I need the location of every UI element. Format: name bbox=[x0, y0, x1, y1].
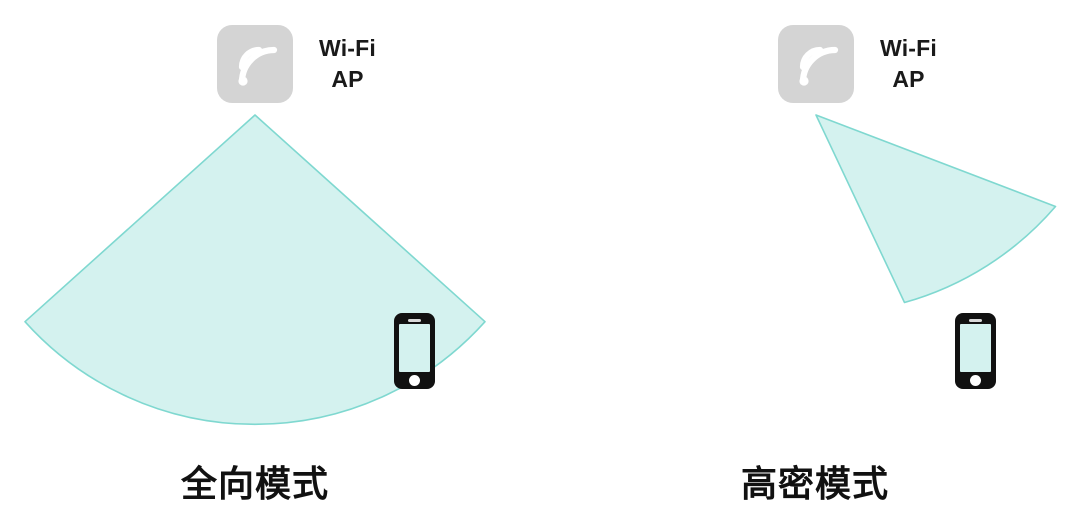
ap-label-line2: AP bbox=[892, 66, 925, 92]
phone-home-button bbox=[970, 375, 981, 386]
ap-group-high-density: Wi-Fi AP bbox=[778, 25, 937, 103]
wifi-ap-icon bbox=[778, 25, 854, 103]
smartphone-icon bbox=[955, 313, 996, 389]
ap-label-line2: AP bbox=[331, 66, 364, 92]
phone-screen bbox=[399, 324, 430, 372]
phone-speaker bbox=[969, 319, 982, 322]
ap-label-omnidirectional: Wi-Fi AP bbox=[319, 33, 376, 94]
phone-speaker bbox=[408, 319, 421, 322]
ap-label-line1: Wi-Fi bbox=[319, 35, 376, 62]
ap-label-high-density: Wi-Fi AP bbox=[880, 33, 937, 94]
caption-high-density: 高密模式 bbox=[740, 463, 889, 504]
caption-omnidirectional: 全向模式 bbox=[180, 463, 329, 504]
smartphone-icon bbox=[394, 313, 435, 389]
ap-group-omnidirectional: Wi-Fi AP bbox=[217, 25, 376, 103]
panel-omnidirectional: Wi-Fi AP 全向模式 bbox=[24, 25, 486, 504]
coverage-beam-high-density bbox=[815, 114, 1057, 304]
phone-home-button bbox=[409, 375, 420, 386]
ap-label-line1: Wi-Fi bbox=[880, 35, 937, 62]
panel-high-density: Wi-Fi AP 高密模式 bbox=[540, 0, 1080, 520]
phone-screen bbox=[960, 324, 991, 372]
wifi-ap-icon bbox=[217, 25, 293, 103]
